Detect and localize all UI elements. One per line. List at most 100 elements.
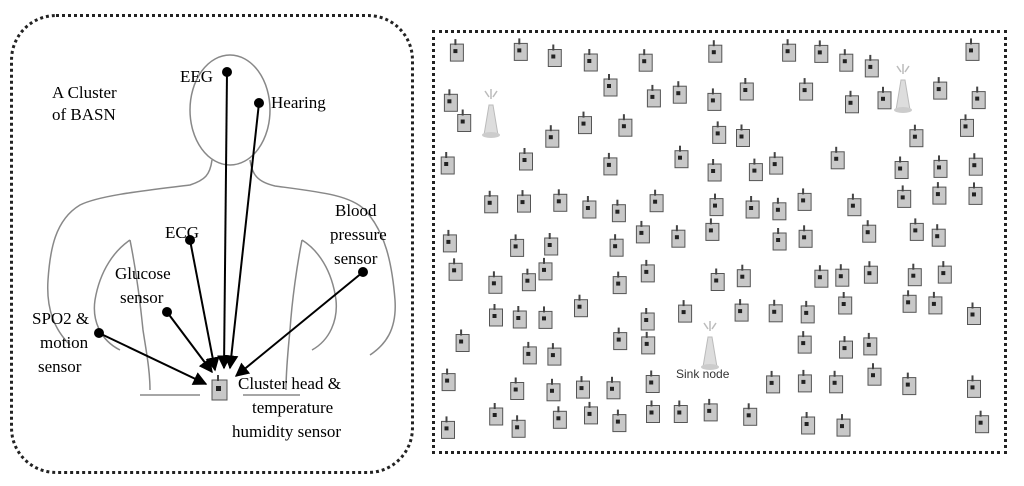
sensor-node-icon [513, 37, 528, 61]
sensor-node-icon [538, 305, 553, 329]
sensor-arrows [98, 71, 364, 385]
sensor-node-icon [519, 147, 533, 171]
sensor-node-icon [863, 332, 878, 356]
sensor-node-icon [863, 260, 878, 284]
tower-icon [893, 63, 913, 114]
sensor-node-icon [578, 111, 592, 135]
glucose-sensor-dot [162, 307, 172, 317]
sensor-node-icon [708, 39, 723, 63]
blood-pressure-sensor-dot [358, 267, 368, 277]
sensor-node-icon [797, 330, 812, 354]
sensor-node-icon [960, 113, 974, 137]
sensor-node-icon [547, 44, 562, 67]
cluster-panel [10, 14, 414, 474]
sensor-node-icon [649, 189, 664, 213]
eeg-sensor-dot [222, 67, 232, 77]
sensor-node-icon [838, 291, 853, 315]
sensor-node-icon [968, 152, 983, 176]
sensor-node-icon [909, 124, 924, 148]
sensor-node-icon [967, 374, 981, 398]
tower-icon [481, 88, 501, 139]
sensor-node-icon [712, 120, 727, 144]
sensor-node-icon [440, 151, 455, 175]
sensor-node-icon [678, 299, 693, 323]
ecg-label: ECG [165, 223, 199, 242]
hearing-sensor-dot [254, 98, 264, 108]
sensor-node-icon [576, 375, 590, 399]
sensor-node-icon [574, 294, 588, 318]
sink-node-icon [700, 320, 720, 371]
sensor-node-icon [799, 77, 814, 101]
sensor-node-icon [552, 405, 567, 429]
sensor-node-icon [736, 264, 751, 288]
sensor-node-icon [488, 270, 503, 294]
cluster-title-2: of BASN [52, 105, 116, 124]
sensor-node-icon [748, 158, 763, 182]
sensor-node-icon [933, 154, 948, 178]
sensor-node-icon [847, 193, 862, 217]
sensor-node-icon [583, 48, 598, 72]
sensor-node-icon [902, 372, 917, 396]
sensor-node-icon [933, 76, 948, 100]
sensor-node-icon [928, 291, 943, 315]
sensor-node-icon [613, 327, 628, 351]
sensor-node-icon [894, 156, 909, 179]
spo2-label-2: motion [40, 333, 89, 352]
hearing-label: Hearing [271, 93, 326, 112]
sensor-node-icon [975, 410, 990, 434]
sensor-node-icon [798, 224, 813, 248]
sensor-node-icon [772, 197, 787, 221]
sensor-node-icon [836, 413, 851, 437]
sensor-node-icon [603, 152, 618, 176]
sensor-node-icon [739, 77, 754, 101]
sensor-node-icon [967, 302, 981, 325]
sensor-node-icon [867, 362, 882, 386]
blood-label-3: sensor [334, 249, 378, 268]
sensor-node-icon [609, 233, 624, 257]
sensor-node-icon [769, 151, 784, 175]
sensor-node-icon [674, 145, 689, 169]
sensor-node-icon [646, 400, 660, 423]
sensor-node-icon [510, 377, 525, 400]
sensor-node-icon [553, 188, 568, 212]
sensor-node-icon [672, 80, 687, 104]
sensor-node-icon [517, 189, 531, 213]
sensor-node-icon [710, 268, 725, 291]
sensor-node-icon [707, 87, 722, 111]
sensor-node-icon [640, 307, 655, 331]
sensor-node-icon [544, 232, 559, 256]
sensor-node-icon [902, 289, 917, 313]
sensor-node-icon [640, 259, 655, 283]
sensor-node-icon [877, 86, 892, 110]
sensor-node-icon [845, 90, 859, 114]
sensor-node-icon [709, 193, 724, 217]
spo2-label-3: sensor [38, 357, 82, 376]
sensor-node-icon [673, 400, 688, 423]
sensor-node-icon [582, 195, 597, 219]
sensor-node-icon [937, 260, 952, 284]
blood-label-2: pressure [330, 225, 387, 244]
sensor-node-icon [611, 199, 626, 223]
glucose-label-2: sensor [120, 288, 164, 307]
sensor-node-icon [510, 233, 525, 257]
sensor-node-icon [455, 329, 470, 352]
sensor-node-icon [545, 124, 560, 148]
blood-label-1: Blood [335, 201, 377, 220]
sink-node-label: Sink node [676, 367, 730, 381]
network-panel [432, 30, 1007, 454]
sensor-node-icon [862, 219, 877, 243]
cluster-head-label-3: humidity sensor [232, 422, 342, 441]
spo2-label-1: SPO2 & [32, 309, 90, 328]
sensor-node-icon [931, 223, 946, 247]
sensor-node-icon [772, 227, 787, 251]
sensor-node-icon [766, 370, 781, 394]
sensor-node-icon [448, 257, 463, 281]
sensor-node-icon [457, 109, 472, 132]
sensor-node-icon [864, 54, 879, 78]
sensor-node-icon [538, 257, 553, 281]
sensor-node-icon [705, 217, 720, 241]
spo2-sensor-dot [94, 328, 104, 338]
sensor-node-icon [800, 300, 815, 324]
cluster-title-1: A Cluster [52, 83, 117, 102]
